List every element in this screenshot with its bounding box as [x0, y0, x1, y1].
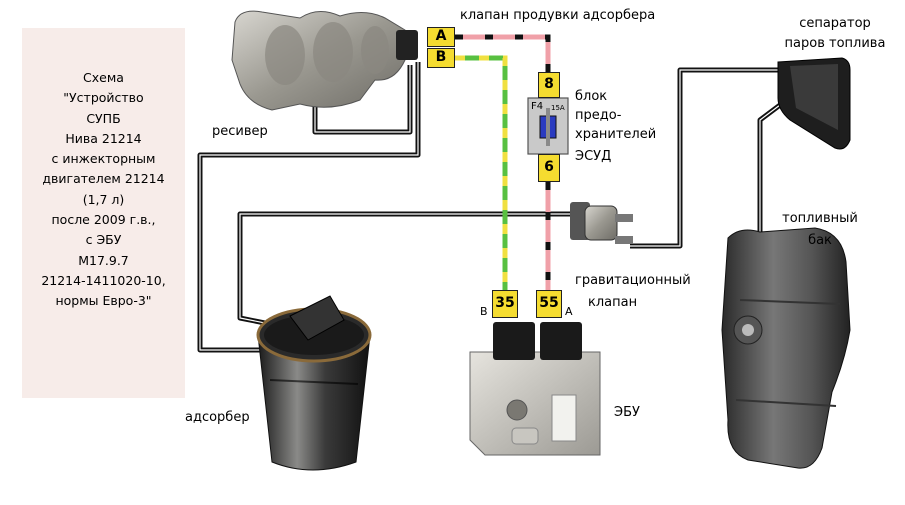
caption-line: 21214-1411020-10,	[41, 272, 166, 288]
fuse-pin-6: 6	[538, 154, 560, 182]
label-ecu: ЭБУ	[614, 405, 640, 420]
label-tank-1: топливный	[782, 211, 858, 226]
caption-line: "Устройство	[63, 90, 144, 106]
diagram-caption: Схема "Устройство СУПБ Нива 21214 с инже…	[22, 28, 185, 398]
caption-line: с ЭБУ	[85, 232, 122, 248]
label-gravity-valve-2: клапан	[588, 295, 638, 310]
ecu-image	[469, 322, 601, 456]
caption-line: после 2009 г.в.,	[51, 212, 156, 228]
caption-line: Схема	[83, 70, 124, 85]
label-fuse-block-3: хранителей	[575, 127, 657, 142]
wire-green-yellow	[455, 55, 508, 290]
label-tank-2: бак	[808, 233, 832, 248]
caption-line: СУПБ	[86, 110, 121, 126]
label-fuse-block-4: ЭСУД	[575, 149, 612, 164]
caption-line: (1,7 л)	[82, 191, 125, 207]
valve-pin-a: A	[427, 27, 455, 47]
label-gravity-valve-1: гравитационный	[575, 273, 691, 288]
label-separator-1: сепаратор	[799, 16, 871, 31]
fuse-name: F4	[531, 101, 544, 112]
adsorber-image	[256, 295, 372, 471]
ecu-pin-35: 35	[492, 290, 518, 318]
caption-line: нормы Евро-3"	[55, 293, 152, 309]
ecu-pin-55: 55	[536, 290, 562, 318]
fuse-block	[527, 97, 569, 155]
fuel-tank-image	[721, 227, 851, 469]
fuse-pin-8: 8	[538, 72, 560, 98]
gravity-valve-image	[570, 202, 633, 244]
caption-line: с инжекторным	[51, 151, 156, 167]
label-receiver: ресивер	[212, 124, 268, 139]
separator-image	[777, 57, 851, 150]
label-purge-valve: клапан продувки адсорбера	[460, 8, 656, 23]
label-fuse-block-2: предо-	[575, 108, 622, 123]
wire-pink-black	[455, 34, 551, 290]
ecu-connector-b: B	[480, 305, 488, 318]
fuse-rating: 15A	[551, 104, 565, 112]
caption-line: Нива 21214	[65, 130, 142, 146]
caption-line: М17.9.7	[78, 252, 129, 268]
valve-pin-b: B	[427, 48, 455, 68]
receiver-image	[231, 10, 418, 111]
ecu-connector-a: A	[565, 305, 573, 318]
label-fuse-block-1: блок	[575, 89, 608, 104]
label-separator-2: паров топлива	[784, 36, 886, 51]
label-adsorber: адсорбер	[185, 410, 250, 425]
caption-line: двигателем 21214	[42, 171, 165, 187]
